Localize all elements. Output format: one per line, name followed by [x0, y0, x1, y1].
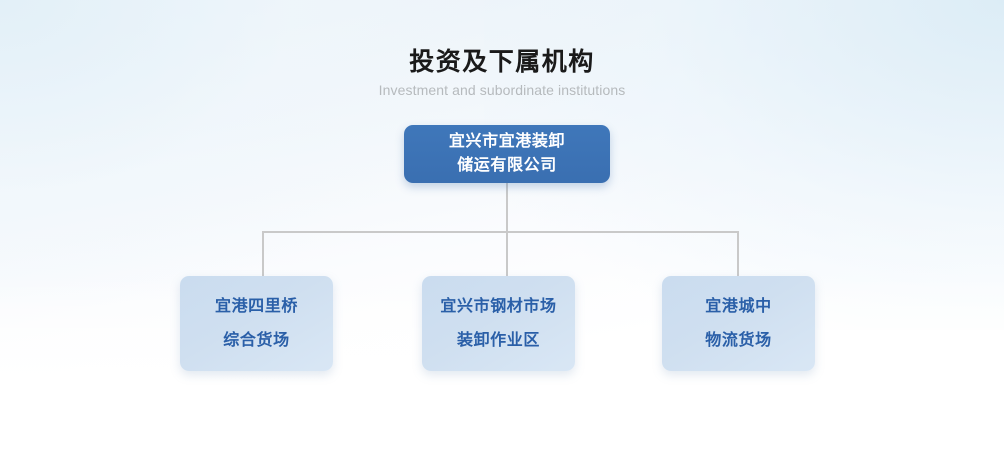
org-node-child-3[interactable]: 宜港城中 物流货场: [662, 276, 815, 371]
org-node-root[interactable]: 宜兴市宜港装卸 储运有限公司: [404, 125, 610, 183]
page-subtitle: Investment and subordinate institutions: [378, 82, 626, 98]
org-node-child-2[interactable]: 宜兴市钢材市场 装卸作业区: [422, 276, 575, 371]
org-node-child-1-line1: 宜港四里桥: [214, 297, 298, 315]
org-node-child-2-line2: 装卸作业区: [456, 331, 540, 349]
org-node-root-line1: 宜兴市宜港装卸: [448, 133, 566, 150]
org-node-root-line2: 储运有限公司: [457, 157, 557, 174]
org-node-child-2-line1: 宜兴市钢材市场: [440, 297, 557, 315]
org-node-child-3-line1: 宜港城中: [705, 297, 772, 315]
page-title: 投资及下属机构: [409, 48, 595, 76]
org-node-child-1[interactable]: 宜港四里桥 综合货场: [180, 276, 333, 371]
background-glow-left: [0, 0, 460, 300]
org-node-child-1-line2: 综合货场: [223, 331, 290, 349]
org-node-child-3-line2: 物流货场: [705, 331, 772, 349]
page-heading: 投资及下属机构 Investment and subordinate insti…: [0, 46, 1004, 99]
